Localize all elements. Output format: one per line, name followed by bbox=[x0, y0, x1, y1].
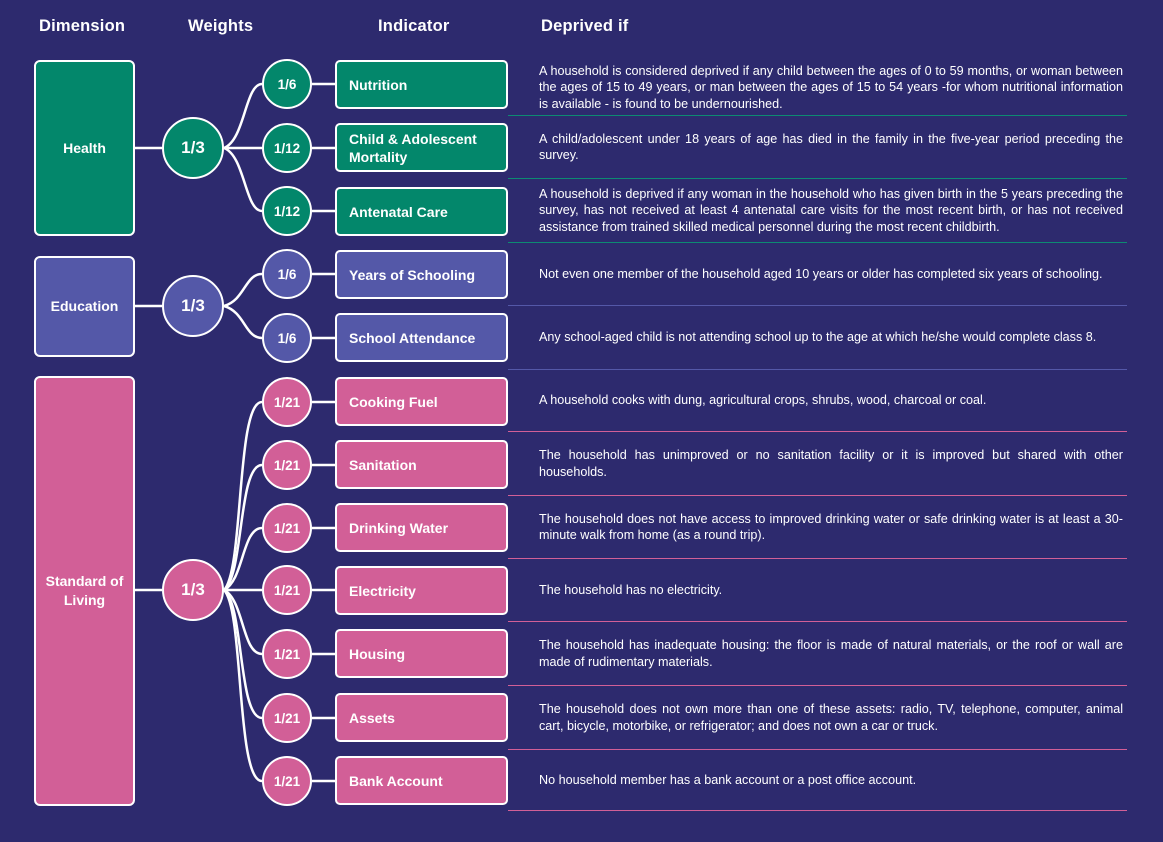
deprived-if-school-attendance-text: Any school-aged child is not attending s… bbox=[539, 330, 1097, 345]
weights-header: Weights bbox=[188, 17, 254, 35]
weight-nutrition: 1/6 bbox=[262, 59, 312, 109]
weight-housing: 1/21 bbox=[262, 629, 312, 679]
connector-sol-water bbox=[223, 526, 263, 592]
indicator-years-of-schooling: Years of Schooling bbox=[335, 250, 508, 299]
deprived-if-bank-account: No household member has a bank account o… bbox=[508, 750, 1127, 811]
weight-assets: 1/21 bbox=[262, 693, 312, 743]
connector-health-antenatal bbox=[223, 146, 263, 213]
deprived-if-header: Deprived if bbox=[541, 17, 629, 35]
indicator-drinking-water: Drinking Water bbox=[335, 503, 508, 552]
weight-standard-of-living: 1/3 bbox=[162, 559, 224, 621]
deprived-if-housing: The household has inadequate housing: th… bbox=[508, 622, 1127, 686]
deprived-if-years-of-schooling-text: Not even one member of the household age… bbox=[539, 266, 1103, 281]
dimension-header: Dimension bbox=[39, 17, 126, 35]
weight-education: 1/3 bbox=[162, 275, 224, 337]
deprived-if-sanitation: The household has unimproved or no sanit… bbox=[508, 432, 1127, 496]
connector-sol-bank bbox=[223, 589, 263, 783]
connector-sol-housing bbox=[223, 588, 263, 656]
weight-cooking-fuel: 1/21 bbox=[262, 377, 312, 427]
indicator-nutrition: Nutrition bbox=[335, 60, 508, 109]
dimension-standard-of-living: Standard of Living bbox=[34, 376, 135, 806]
deprived-if-antenatal-care-text: A household is deprived if any woman in … bbox=[539, 186, 1123, 234]
indicator-school-attendance: School Attendance bbox=[335, 313, 508, 362]
deprived-if-years-of-schooling: Not even one member of the household age… bbox=[508, 243, 1127, 306]
deprived-if-housing-text: The household has inadequate housing: th… bbox=[539, 638, 1123, 669]
indicator-header: Indicator bbox=[378, 17, 450, 35]
deprived-if-child-mortality: A child/adolescent under 18 years of age… bbox=[508, 116, 1127, 179]
deprived-if-assets: The household does not own more than one… bbox=[508, 686, 1127, 750]
indicator-cooking-fuel: Cooking Fuel bbox=[335, 377, 508, 426]
indicator-bank-account: Bank Account bbox=[335, 756, 508, 805]
weight-school-attendance: 1/6 bbox=[262, 313, 312, 363]
weight-antenatal-care: 1/12 bbox=[262, 186, 312, 236]
weight-health: 1/3 bbox=[162, 117, 224, 179]
indicator-housing: Housing bbox=[335, 629, 508, 678]
indicator-electricity: Electricity bbox=[335, 566, 508, 615]
deprived-if-school-attendance: Any school-aged child is not attending s… bbox=[508, 306, 1127, 370]
connector-education-attendance bbox=[223, 304, 263, 340]
deprived-if-child-mortality-text: A child/adolescent under 18 years of age… bbox=[539, 131, 1123, 163]
deprived-if-electricity: The household has no electricity. bbox=[508, 559, 1127, 622]
connector-sol-cooking bbox=[222, 400, 263, 591]
dimension-health: Health bbox=[34, 60, 135, 236]
deprived-if-cooking-fuel: A household cooks with dung, agricultura… bbox=[508, 370, 1127, 432]
deprived-if-nutrition: A household is considered deprived if an… bbox=[508, 60, 1127, 116]
deprived-if-sanitation-text: The household has unimproved or no sanit… bbox=[539, 448, 1123, 479]
connector-sol-sanitation bbox=[223, 463, 263, 591]
weight-years-of-schooling: 1/6 bbox=[262, 249, 312, 299]
weight-sanitation: 1/21 bbox=[262, 440, 312, 490]
deprived-if-drinking-water-text: The household does not have access to im… bbox=[539, 511, 1123, 543]
weight-electricity: 1/21 bbox=[262, 565, 312, 615]
deprived-if-electricity-text: The household has no electricity. bbox=[539, 582, 723, 597]
deprived-if-cooking-fuel-text: A household cooks with dung, agricultura… bbox=[539, 393, 987, 408]
deprived-if-antenatal-care: A household is deprived if any woman in … bbox=[508, 179, 1127, 243]
deprived-if-drinking-water: The household does not have access to im… bbox=[508, 496, 1127, 559]
weight-child-mortality: 1/12 bbox=[262, 123, 312, 173]
weight-bank-account: 1/21 bbox=[262, 756, 312, 806]
connector-sol-assets bbox=[223, 589, 263, 720]
weight-drinking-water: 1/21 bbox=[262, 503, 312, 553]
deprived-if-nutrition-text: A household is considered deprived if an… bbox=[539, 63, 1123, 111]
indicator-assets: Assets bbox=[335, 693, 508, 742]
indicator-sanitation: Sanitation bbox=[335, 440, 508, 489]
deprived-if-bank-account-text: No household member has a bank account o… bbox=[539, 772, 917, 787]
dimension-education: Education bbox=[34, 256, 135, 357]
indicator-child-mortality: Child & Adolescent Mortality bbox=[335, 123, 508, 172]
deprived-if-assets-text: The household does not own more than one… bbox=[539, 702, 1123, 733]
connector-health-nutrition bbox=[223, 82, 263, 150]
indicator-antenatal-care: Antenatal Care bbox=[335, 187, 508, 236]
connector-education-schooling bbox=[223, 272, 263, 308]
